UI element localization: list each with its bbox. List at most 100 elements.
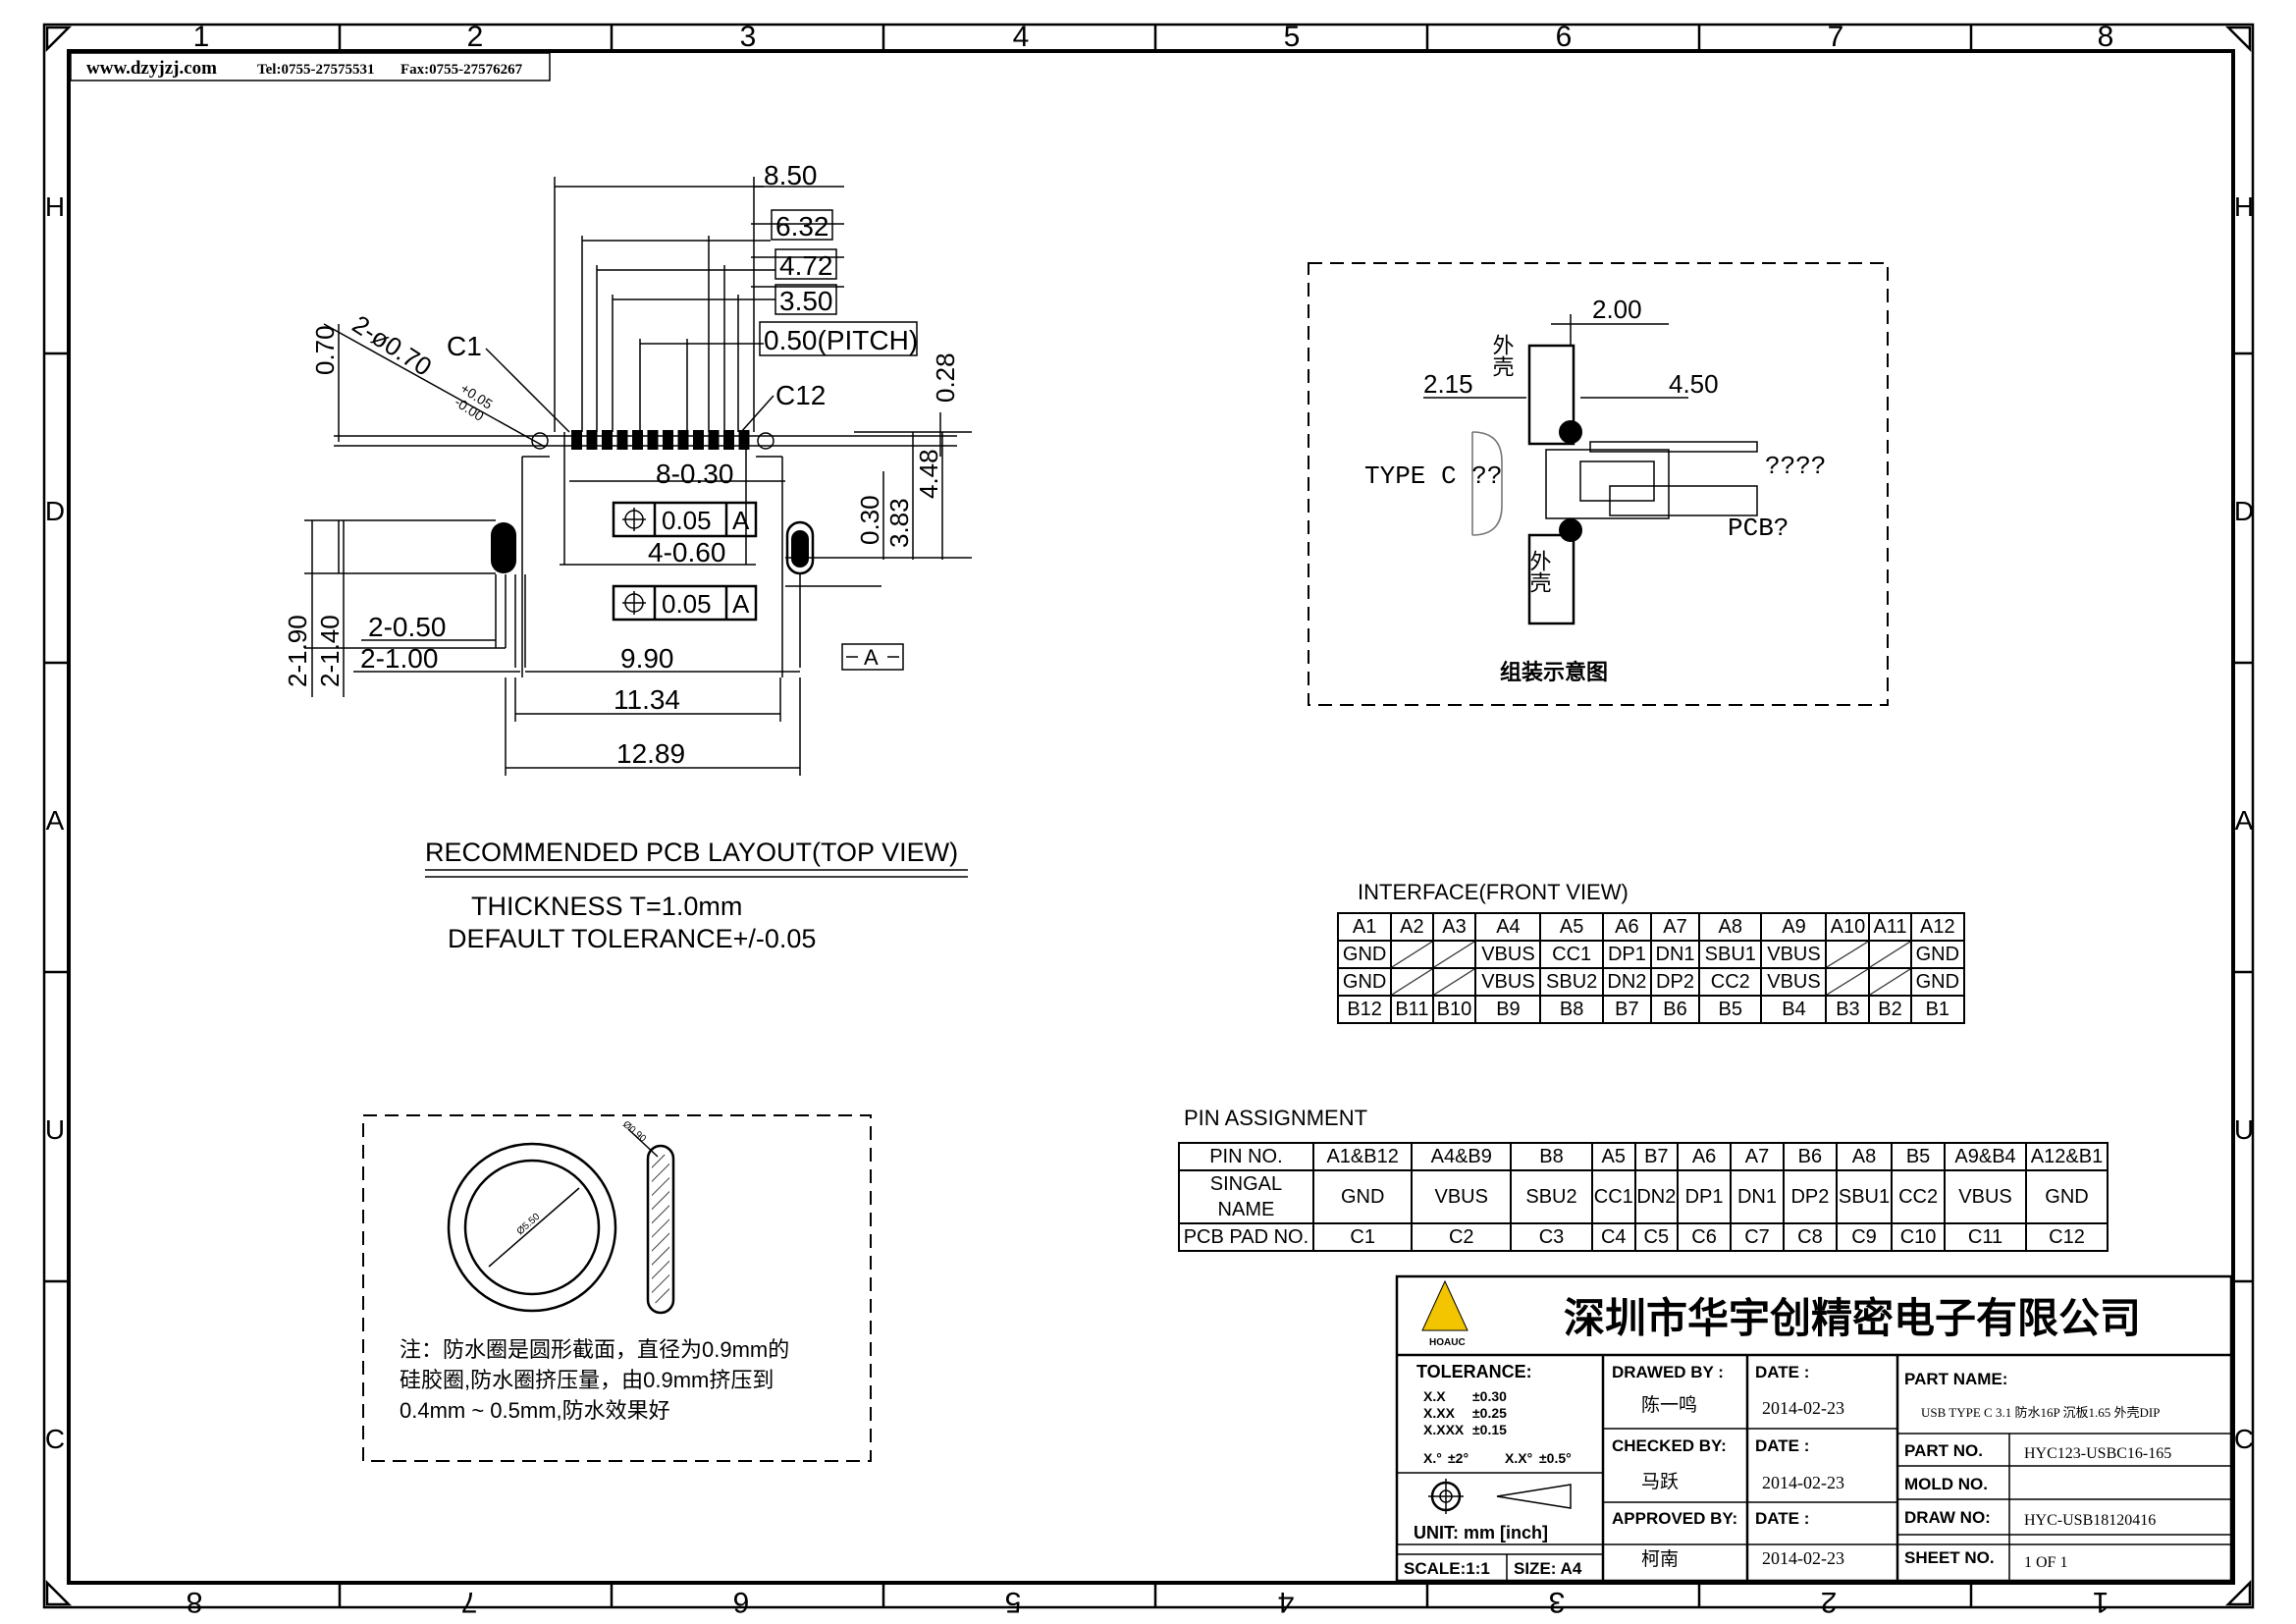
table-cell: CC2 — [1698, 967, 1763, 997]
part-no: HYC123-USBC16-165 — [2024, 1445, 2171, 1462]
dim-0-70: 0.70 — [310, 325, 340, 375]
table-cell: A3 — [1431, 912, 1477, 942]
table-cell: B10 — [1431, 995, 1477, 1024]
table-cell: SBU1 — [1698, 940, 1763, 969]
fcf-ref: A — [732, 589, 750, 619]
mount-hole-left — [531, 432, 549, 450]
oring-outer — [447, 1142, 617, 1313]
table-cell: DN1 — [1649, 940, 1701, 969]
dim-4-060: 4-0.60 — [648, 537, 725, 568]
table-cell: PCB PAD NO. — [1178, 1222, 1314, 1252]
label-c12: C12 — [775, 380, 826, 410]
tol-xxx-val: ±0.15 — [1472, 1422, 1507, 1437]
drawn-by-label: DRAWED BY : — [1612, 1363, 1724, 1381]
dim-box-4-72 — [774, 248, 837, 280]
dim-2-140: 2-1.40 — [315, 615, 345, 687]
row-letter: A — [2235, 805, 2254, 836]
mount-hole-right — [757, 432, 774, 450]
zone-ticks — [44, 25, 2253, 1607]
table-cell: B6 — [1782, 1142, 1838, 1171]
table-cell — [1431, 940, 1477, 969]
header-fax: Fax:0755-27576267 — [400, 62, 523, 78]
tol-xxx: X.XXX — [1423, 1422, 1465, 1437]
unit-label: UNIT: mm [inch] — [1414, 1523, 1548, 1543]
corner-mark-tr — [2224, 26, 2252, 53]
outer-frame — [42, 23, 2255, 1609]
dim-2-190: 2-1.90 — [283, 615, 312, 687]
signal-pad — [738, 430, 750, 450]
table-cell: C2 — [1411, 1222, 1513, 1252]
approved-by: 柯南 — [1641, 1548, 1679, 1570]
dim-8-030: 8-0.30 — [656, 459, 733, 489]
company-logo — [1421, 1279, 1468, 1331]
col-num: 8 — [2098, 21, 2114, 53]
asm-pcb: PCB? — [1728, 514, 1789, 543]
table-cell: A6 — [1601, 912, 1652, 942]
column-numbers-top: 1 2 3 4 5 6 7 8 — [193, 21, 2114, 53]
checked-by: 马跃 — [1641, 1471, 1679, 1492]
tol-xx: X.XX — [1423, 1405, 1456, 1421]
asm-unknown: ???? — [1765, 452, 1826, 481]
corner-mark-bl — [45, 1579, 73, 1606]
sheet-no: 1 OF 1 — [2024, 1554, 2067, 1571]
table-cell: A4&B9 — [1411, 1142, 1513, 1171]
asm-dim-4-50: 4.50 — [1669, 369, 1719, 399]
oring-frame — [362, 1114, 872, 1462]
row-letter: C — [45, 1424, 65, 1454]
title-block: HOAUC 深圳市华宇创精密电子有限公司 TOLERANCE: X.X ±0.3… — [1395, 1274, 2233, 1583]
feature-control-frame-2: 0.05 A — [612, 584, 758, 622]
oring-view: Ø5.50 Ø0.90 注：防水圈是圆形截面，直径为0.9mm的 硅胶圈,防水圈… — [362, 1114, 872, 1462]
dim-box-6-32 — [771, 209, 833, 241]
table-cell — [1390, 967, 1434, 997]
oring-note-1: 注：防水圈是圆形截面，直径为0.9mm的 — [400, 1337, 789, 1362]
fcf-tol: 0.05 — [662, 506, 712, 535]
date-label: DATE : — [1755, 1436, 1809, 1455]
row-letter: D — [2234, 496, 2254, 526]
table-cell: C5 — [1633, 1222, 1680, 1252]
draw-no-label: DRAW NO: — [1904, 1508, 1991, 1527]
table-cell: B7 — [1633, 1142, 1680, 1171]
table-cell: GND — [1909, 940, 1966, 969]
inner-frame — [67, 49, 2235, 1585]
table-cell: B8 — [1539, 995, 1604, 1024]
table-cell: DN1 — [1730, 1169, 1785, 1224]
dim-hole: 2-ø0.70 — [347, 309, 437, 382]
row-letter: H — [45, 191, 65, 222]
asm-caption: 组装示意图 — [1500, 660, 1608, 684]
asm-type-c: TYPE C ?? — [1364, 461, 1502, 491]
col-num: 6 — [733, 1586, 750, 1618]
table-cell: C7 — [1730, 1222, 1785, 1252]
mold-no-label: MOLD NO. — [1904, 1475, 1988, 1493]
part-no-label: PART NO. — [1904, 1441, 1983, 1460]
col-num: 8 — [187, 1586, 203, 1618]
col-num: 2 — [1821, 1586, 1838, 1618]
dim-9-90: 9.90 — [620, 643, 674, 674]
tol-xx-val: ±0.25 — [1472, 1405, 1507, 1421]
date-label: DATE : — [1755, 1509, 1809, 1528]
signal-pad — [632, 430, 643, 450]
draw-no: HYC-USB18120416 — [2024, 1512, 2156, 1529]
datum-label: A — [864, 645, 879, 670]
asm-shell-bottom-label: 外壳 — [1527, 550, 1552, 593]
table-cell: CC1 — [1590, 1169, 1636, 1224]
dim-4-72: 4.72 — [779, 250, 833, 281]
table-cell: GND — [2025, 1169, 2109, 1224]
table-cell: DN2 — [1601, 967, 1652, 997]
table-cell: B1 — [1909, 995, 1966, 1024]
row-letter: H — [2234, 191, 2254, 222]
table-cell: A7 — [1649, 912, 1701, 942]
dim-2-100: 2-1.00 — [360, 643, 438, 674]
approved-by-label: APPROVED BY: — [1612, 1509, 1737, 1528]
table-cell: GND — [1336, 967, 1393, 997]
tol-ang2: X.X° — [1505, 1450, 1532, 1466]
tol-ang2-val: ±0.5° — [1539, 1450, 1572, 1466]
row-letter: U — [45, 1114, 65, 1145]
signal-pads — [571, 430, 750, 450]
tol-ang1-val: ±2° — [1448, 1450, 1468, 1466]
